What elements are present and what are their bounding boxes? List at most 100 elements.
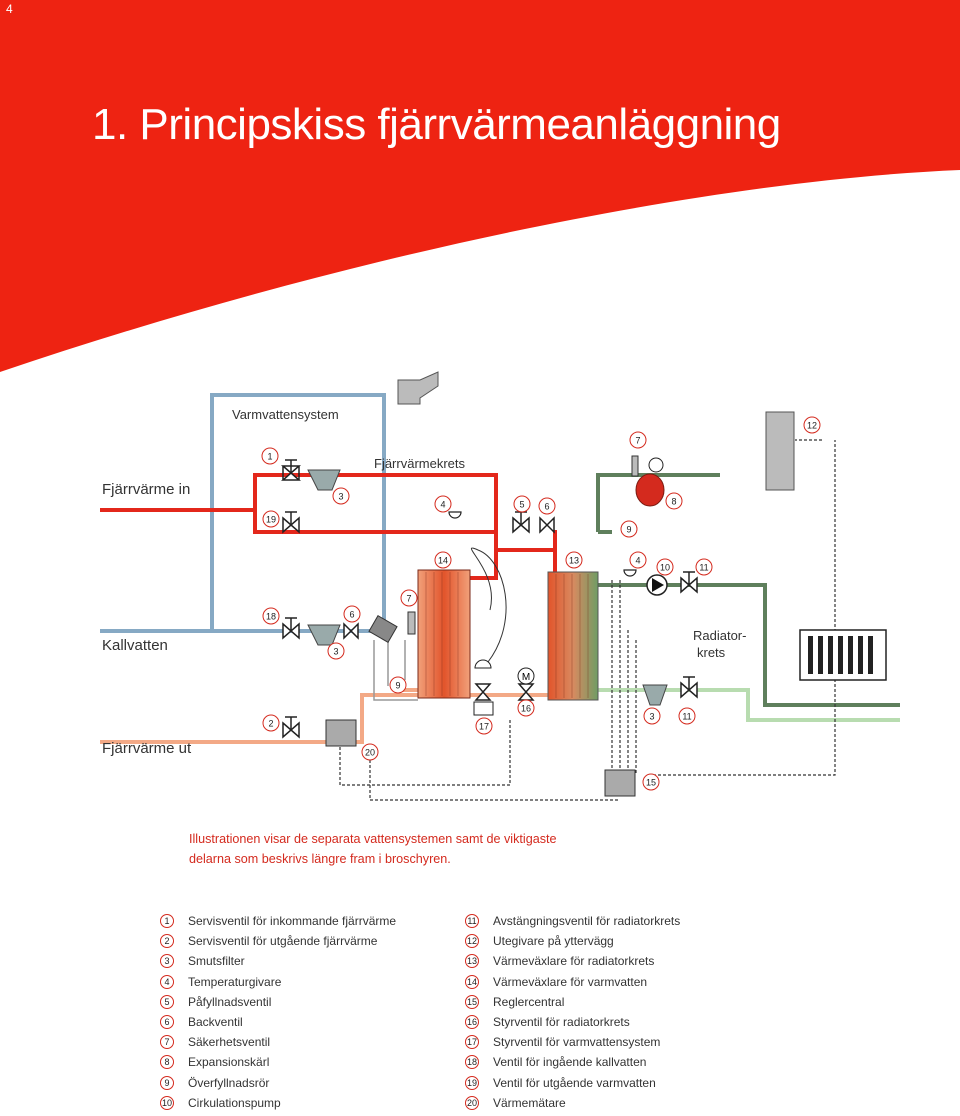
valve-17-icon bbox=[474, 683, 492, 701]
callout-number: 5 bbox=[519, 500, 524, 510]
sensor-icon bbox=[448, 511, 462, 519]
callout-circle bbox=[620, 520, 638, 538]
tap-lines bbox=[373, 640, 418, 701]
motor-label: M bbox=[522, 672, 530, 683]
callout-circle bbox=[517, 699, 535, 717]
callout-number: 11 bbox=[699, 563, 708, 573]
legend-item: 11 Avstängningsventil för radiatorkrets bbox=[465, 911, 680, 931]
valve-6b-icon bbox=[343, 622, 359, 640]
callout-circle bbox=[513, 495, 531, 513]
callout-number: 16 bbox=[521, 704, 531, 714]
callout-number: 17 bbox=[479, 722, 489, 732]
legend-number: 10 bbox=[160, 1095, 174, 1110]
legend-number: 20 bbox=[465, 1095, 479, 1110]
callout-circle bbox=[400, 589, 418, 607]
sensor-icon bbox=[623, 569, 637, 577]
callout-number: 8 bbox=[671, 497, 676, 507]
legend-label: Cirkulationspump bbox=[188, 1095, 281, 1110]
callout-circle bbox=[262, 714, 280, 732]
heat-exchanger-hot-water bbox=[417, 569, 471, 699]
callout-number: 6 bbox=[544, 502, 549, 512]
callout-circle bbox=[642, 773, 660, 791]
heat-exchanger-radiator bbox=[547, 571, 599, 701]
legend-label: Avstängningsventil för radiatorkrets bbox=[493, 914, 681, 928]
legend-number: 14 bbox=[465, 974, 479, 989]
legend-number: 18 bbox=[465, 1055, 479, 1070]
page-title: 1. Principskiss fjärrvärmeanläggning bbox=[92, 100, 781, 149]
filter-icon bbox=[642, 684, 668, 706]
callout-number: 4 bbox=[635, 556, 640, 566]
callout-number: 13 bbox=[569, 556, 579, 566]
outdoor-sensor-icon bbox=[765, 411, 795, 491]
callout-number: 14 bbox=[438, 556, 448, 566]
callout-circle bbox=[434, 551, 452, 569]
callout-circle bbox=[629, 551, 647, 569]
callout-number: 7 bbox=[635, 436, 640, 446]
callout-number: 9 bbox=[395, 681, 400, 691]
callout-number: 20 bbox=[365, 748, 375, 758]
caption-line-2: delarna som beskrivs längre fram i brosc… bbox=[189, 852, 451, 866]
mixing-valve-icon bbox=[368, 615, 398, 643]
legend-label: Värmeväxlare för varmvatten bbox=[493, 974, 648, 989]
legend-number: 17 bbox=[465, 1035, 479, 1050]
callout-circle bbox=[695, 558, 713, 576]
callout-number: 11 bbox=[682, 712, 691, 722]
legend-number: 7 bbox=[160, 1035, 174, 1050]
callout-number: 18 bbox=[266, 612, 276, 622]
signal-lines bbox=[339, 439, 836, 801]
legend-label: Smutsfilter bbox=[188, 954, 245, 969]
motor-16-icon bbox=[517, 667, 535, 685]
label-fjarrvarme-ut: Fjärrvärme ut bbox=[102, 740, 192, 757]
callout-circle bbox=[262, 607, 280, 625]
callout-number: 19 bbox=[266, 515, 276, 525]
callout-number: 15 bbox=[646, 778, 656, 788]
label-fjarrvarme-in: Fjärrvärme in bbox=[102, 481, 190, 498]
page-number: 4 bbox=[6, 2, 13, 16]
legend-number: 4 bbox=[160, 974, 174, 989]
valve-6-icon bbox=[539, 516, 555, 534]
callout-number: 4 bbox=[440, 500, 445, 510]
header-shape bbox=[0, 0, 960, 372]
faucet-icon bbox=[397, 371, 439, 405]
radiator-fins bbox=[808, 636, 873, 674]
filter-icon bbox=[307, 624, 341, 646]
header-band: 4 1. Principskiss fjärrvärmeanläggning bbox=[0, 0, 960, 380]
label-fjarrvarmekrets: Fjärrvärmekrets bbox=[374, 456, 466, 471]
callout-circle bbox=[261, 447, 279, 465]
filter-icon bbox=[307, 469, 341, 491]
legend-label: Värmeväxlare för radiatorkrets bbox=[493, 954, 655, 969]
legend-item: 20 Värmemätare bbox=[465, 1093, 680, 1113]
legend-number: 16 bbox=[465, 1015, 479, 1030]
callout-number: 12 bbox=[807, 421, 817, 431]
cold-water-pipes bbox=[100, 393, 386, 633]
capillary-line bbox=[470, 547, 507, 663]
legend-label: Styrventil för varmvattensystem bbox=[493, 1035, 661, 1050]
callout-number: 3 bbox=[333, 647, 338, 657]
legend-label: Servisventil för inkommande fjärrvärme bbox=[188, 914, 397, 928]
temperature-sensors bbox=[448, 511, 637, 577]
callout-number: 6 bbox=[349, 610, 354, 620]
legend-label: Värmemätare bbox=[493, 1095, 566, 1110]
pump-arrow-icon bbox=[652, 578, 664, 592]
valve-stems bbox=[285, 459, 695, 730]
callout-number: 9 bbox=[626, 525, 631, 535]
legend-label: Backventil bbox=[188, 1014, 243, 1029]
callout-circle bbox=[665, 492, 683, 510]
legend-number: 11 bbox=[465, 914, 479, 929]
heat-meter-icon bbox=[325, 719, 357, 747]
legend-label: Utegivare på yttervägg bbox=[493, 934, 614, 949]
callout-circle bbox=[678, 707, 696, 725]
callout-circle bbox=[803, 416, 821, 434]
